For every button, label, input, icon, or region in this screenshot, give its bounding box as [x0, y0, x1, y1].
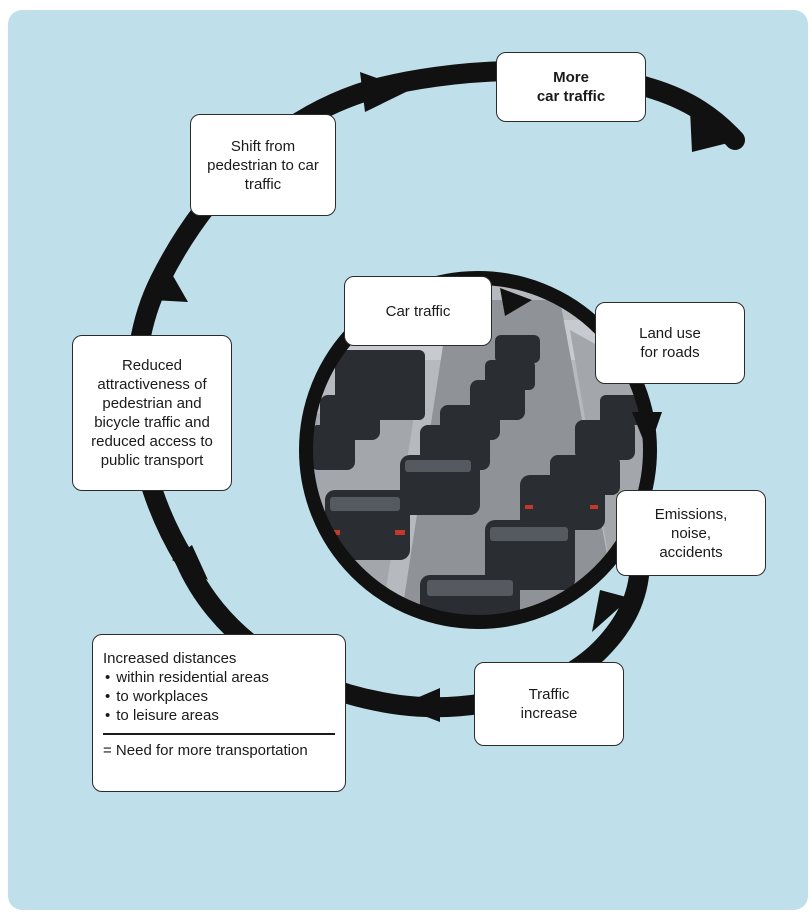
car-traffic-box: Car traffic: [344, 276, 492, 346]
emissions-box: Emissions, noise, accidents: [616, 490, 766, 576]
arrow-inner-lower: [592, 590, 630, 632]
distances-list: within residential areas to workplaces t…: [103, 668, 335, 725]
traffic-increase-box: Traffic increase: [474, 662, 624, 746]
land-use-box: Land use for roads: [595, 302, 745, 384]
divider: [103, 733, 335, 735]
distances-footer: = Need for more transportation: [103, 742, 308, 759]
distances-heading: Increased distances: [103, 650, 237, 667]
arrow-inner-right: [632, 412, 662, 452]
reduced-attractiveness-box: Reduced attractiveness of pedestrian and…: [72, 335, 232, 491]
arrow-outer-bottom: [398, 688, 440, 722]
list-item: to workplaces: [103, 687, 335, 706]
more-car-traffic-box: More car traffic: [496, 52, 646, 122]
arrow-outer-left-up: [152, 262, 188, 302]
list-item: within residential areas: [103, 668, 335, 687]
list-item: to leisure areas: [103, 706, 335, 725]
arrow-inner-top: [500, 288, 532, 316]
increased-distances-box: Increased distances within residential a…: [92, 634, 346, 792]
shift-box: Shift from pedestrian to car traffic: [190, 114, 336, 216]
arrow-outer-left-down: [172, 545, 208, 580]
arrow-outer-right: [690, 110, 740, 152]
arrow-outer-top: [360, 72, 410, 112]
